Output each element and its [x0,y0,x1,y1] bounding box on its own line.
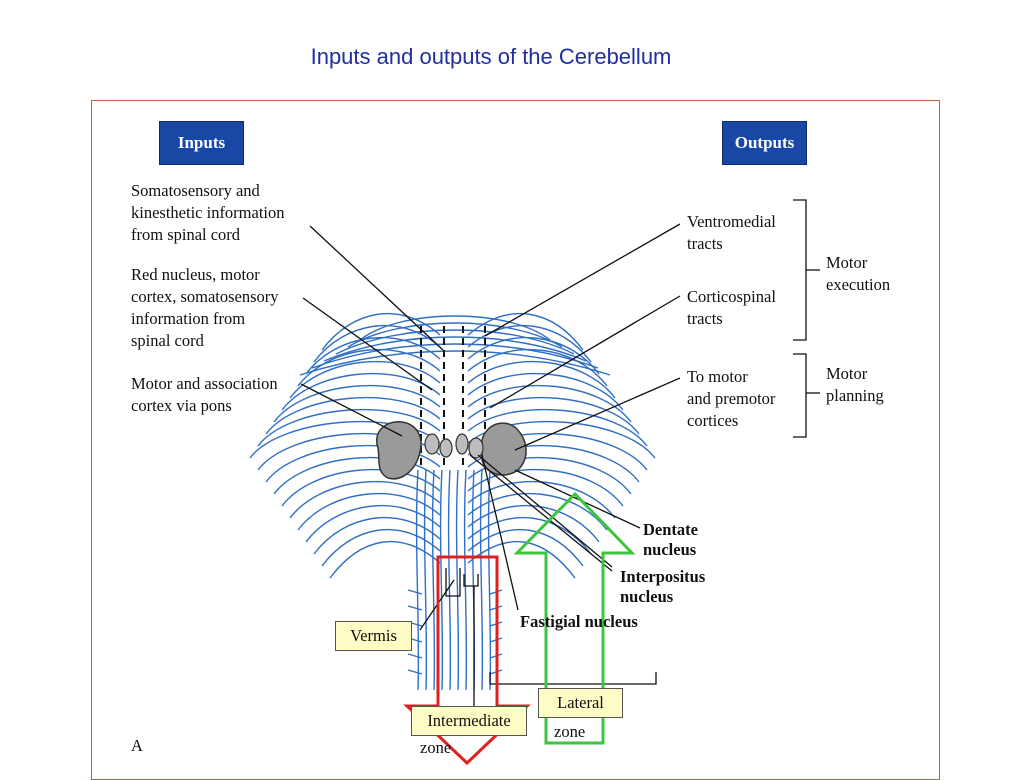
inputs-header: Inputs [159,121,244,165]
output-label-premotor: To motor and premotor cortices [687,367,776,430]
nucleus-label-dentate: Dentate nucleus [643,520,698,559]
zone-label-lateral: Lateral [538,688,623,718]
input-label-pons: Motor and association cortex via pons [131,374,278,415]
zone-label-intermediate: Intermediate [411,706,527,736]
zone-suffix-intermediate: zone [420,738,452,757]
zone-label-vermis: Vermis [335,621,412,651]
input-label-spinal: Somatosensory and kinesthetic informatio… [131,181,285,244]
interpositus-fastigial-nuclei [424,433,484,459]
outputs-header: Outputs [722,121,807,165]
nucleus-label-fastigial: Fastigial nucleus [520,612,638,631]
nucleus-label-interpositus: Interpositus nucleus [620,567,706,606]
page-title: Inputs and outputs of the Cerebellum [310,44,672,69]
output-label-corticospinal: Corticospinal tracts [687,287,776,328]
zone-suffix-lateral: zone [554,722,586,741]
output-brackets [445,199,820,706]
panel-letter: A [131,736,143,755]
leader-lines [300,223,681,631]
cerebellum-lobes [249,313,656,691]
group-label-planning: Motor planning [826,364,884,405]
output-label-ventromedial: Ventromedial tracts [687,212,776,253]
left-dentate-nucleus [375,421,422,480]
right-dentate-nucleus [481,422,527,476]
input-label-red-nucleus: Red nucleus, motor cortex, somatosensory… [131,265,279,350]
group-label-execution: Motor execution [826,253,891,294]
